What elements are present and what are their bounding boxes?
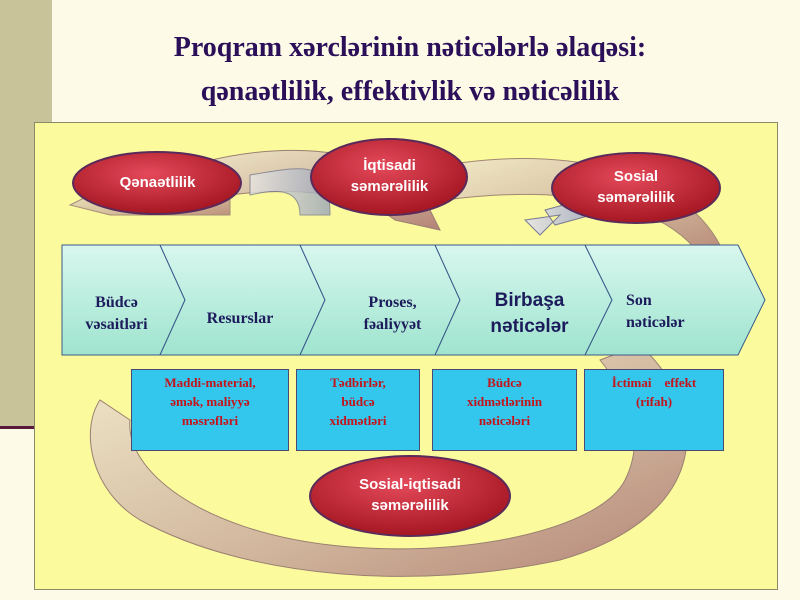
box-tedbirler-line3: xidmətləri xyxy=(329,413,387,428)
box-tedbirler: Tədbirlər, büdcə xidmətləri xyxy=(296,369,420,451)
oval-iqtisadi-line1: İqtisadi xyxy=(363,157,416,174)
chevron-son-line2: nəticələr xyxy=(626,314,685,331)
box-budce-line3: nəticələri xyxy=(478,413,531,428)
box-maddi-line2: əmək, maliyyə xyxy=(170,394,250,409)
oval-sosial xyxy=(551,152,721,224)
box-ictimai-line2: (rifah) xyxy=(635,394,673,409)
iqtisadi-curve-arrow xyxy=(249,168,331,216)
oval-sosial-iqtisadi-label: Sosial-iqtisadi səmərəlilik xyxy=(320,474,500,516)
title-line-2: qənaətlilik, effektivlik və nəticəlilik xyxy=(200,76,620,107)
chevron-resurslar xyxy=(159,244,326,356)
oval-iqtisadi-line2: səmərəlilik xyxy=(350,178,429,195)
feedback-loop-arrow xyxy=(89,344,688,577)
box-budce-line2: xidmətlərinin xyxy=(466,394,543,409)
oval-iqtisadi-label: İqtisadi səmərəlilik xyxy=(312,155,467,197)
oval-qenaetlilik xyxy=(72,151,242,215)
oval-sosial-label: Sosial səmərəlilik xyxy=(556,166,716,208)
chevron-budce-label: Büdcə vəsaitləri xyxy=(64,292,169,336)
chevron-birbasa-line2: nəticələr xyxy=(490,316,569,337)
oval-sosial-line1: Sosial xyxy=(613,168,659,185)
chevron-son xyxy=(584,244,766,356)
chevron-proses-line2: fəaliyyət xyxy=(363,316,422,333)
chevron-proses-label: Proses, fəaliyyət xyxy=(330,292,455,336)
chevron-birbasa-line1: Birbaşa xyxy=(494,290,565,311)
chevron-budce-line1: Büdcə xyxy=(95,294,138,311)
box-maddi-material: Maddi-material, əmək, maliyyə məsrəfləri xyxy=(131,369,289,451)
box-budce-line1: Büdcə xyxy=(487,375,522,390)
oval-sosial-iqtisadi-line1: Sosial-iqtisadi xyxy=(359,476,461,493)
box-ictimai-effekt: İctimai effekt (rifah) xyxy=(584,369,724,451)
chevron-son-label: Son nəticələr xyxy=(612,290,741,334)
box-budce-xidmetleri: Büdcə xidmətlərinin nəticələri xyxy=(432,369,577,451)
title-line-1: Proqram xərclərinin nəticələrlə əlaqəsi: xyxy=(173,32,647,63)
box-maddi-line3: məsrəfləri xyxy=(181,413,239,428)
chevron-resurslar-label: Resurslar xyxy=(185,308,295,330)
chevron-son-line1: Son xyxy=(626,292,652,309)
chevron-resurslar-line1: Resurslar xyxy=(206,310,274,327)
box-tedbirler-line2: büdcə xyxy=(341,394,375,409)
oval-qenaetlilik-label: Qənaətlilik xyxy=(119,174,196,191)
box-maddi-line1: Maddi-material, xyxy=(164,375,256,390)
oval-sosial-line2: səmərəlilik xyxy=(597,189,675,206)
oval-sosial-iqtisadi-line2: səmərəlilik xyxy=(371,497,449,514)
chevron-budce-line2: vəsaitləri xyxy=(85,316,148,333)
page-title: Proqram xərclərinin nəticələrlə əlaqəsi:… xyxy=(40,26,780,114)
chevron-birbasa-label: Birbaşa nəticələr xyxy=(462,288,597,340)
chevron-proses-line1: Proses, xyxy=(368,294,417,311)
box-ictimai-line1: İctimai effekt xyxy=(611,375,697,390)
oval-iqtisadi xyxy=(310,138,468,216)
box-tedbirler-line1: Tədbirlər, xyxy=(330,375,386,390)
oval-sosial-iqtisadi xyxy=(309,455,511,537)
left-decor-line xyxy=(0,426,52,429)
